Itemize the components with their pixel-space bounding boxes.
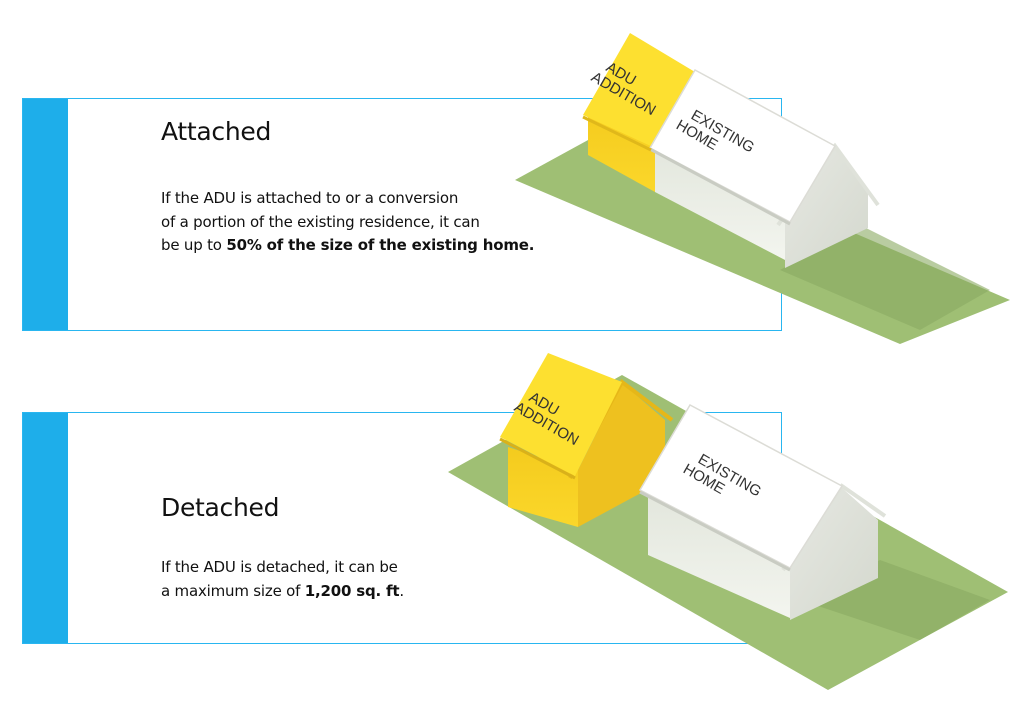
detached-description: If the ADU is detached, it can be a maxi… (161, 556, 491, 603)
shadow (800, 560, 990, 640)
home-eave (781, 483, 887, 572)
adu-label-line-1: ADU (603, 59, 639, 90)
attached-desc-prefix: be up to (161, 236, 227, 254)
attached-desc-line-1: If the ADU is attached to or a conversio… (161, 189, 459, 207)
detached-desc-line-2: a maximum size of 1,200 sq. ft. (161, 580, 491, 604)
attached-desc-line-3: be up to 50% of the size of the existing… (161, 234, 581, 258)
shadow (780, 225, 990, 330)
accent-bar (23, 413, 68, 643)
detached-panel: Detached If the ADU is detached, it can … (22, 412, 782, 644)
detached-desc-bold: 1,200 sq. ft (304, 581, 400, 600)
attached-desc-bold: 50% of the size of the existing home. (226, 236, 535, 254)
attached-panel: Attached If the ADU is attached to or a … (22, 98, 782, 331)
attached-description: If the ADU is attached to or a conversio… (161, 187, 581, 258)
detached-desc-prefix: a maximum size of (161, 581, 305, 600)
home-gable-end (785, 148, 868, 268)
attached-title: Attached (161, 117, 272, 146)
detached-desc-line-1: If the ADU is detached, it can be (161, 558, 398, 576)
detached-title: Detached (161, 493, 280, 522)
attached-desc-line-2: of a portion of the existing residence, … (161, 212, 480, 231)
accent-bar (23, 99, 68, 330)
detached-desc-suffix: . (399, 581, 404, 600)
home-eave (776, 142, 880, 227)
home-gable-end (790, 488, 878, 620)
